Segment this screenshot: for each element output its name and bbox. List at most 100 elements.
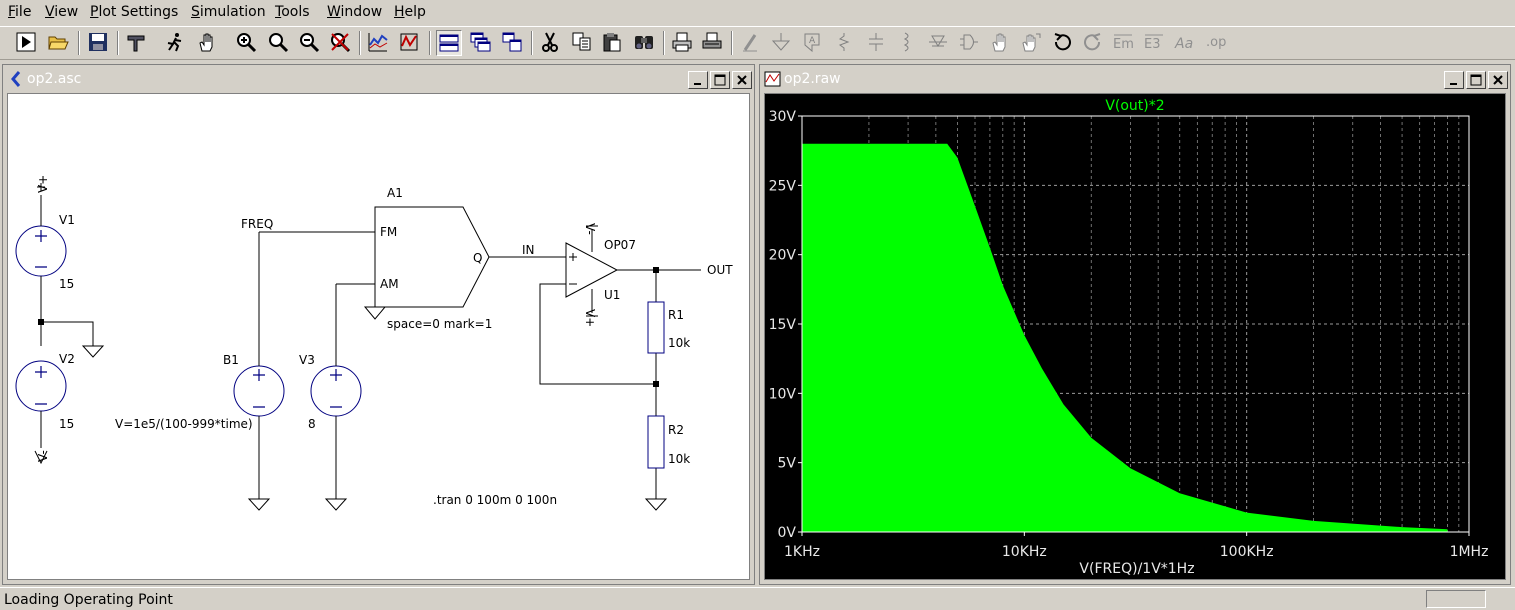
- opamp-label: OP07: [604, 238, 636, 252]
- halt-button[interactable]: [163, 30, 189, 56]
- out-label: OUT: [707, 263, 733, 277]
- tile-vertical-icon: [439, 34, 459, 52]
- y-tick-label: 0V: [778, 525, 797, 541]
- minimize-button[interactable]: [688, 71, 708, 89]
- a1-symbol: [374, 206, 490, 308]
- drag-button[interactable]: [1019, 30, 1045, 56]
- menu-help[interactable]: Help: [394, 4, 426, 20]
- move-button[interactable]: [988, 30, 1014, 56]
- run-button[interactable]: [14, 30, 40, 56]
- ground-symbol: [41, 321, 105, 358]
- label-net-button[interactable]: A: [800, 30, 826, 56]
- toolbar-separator: [429, 31, 431, 55]
- paste-button[interactable]: [600, 30, 626, 56]
- schematic-canvas[interactable]: V+ V1 15 V2 15 V- B1 V=1e5/(100-999*time…: [7, 93, 750, 580]
- close-button[interactable]: [732, 71, 752, 89]
- zoom-cancel-button[interactable]: [328, 30, 354, 56]
- schematic-title-bar[interactable]: op2.asc: [5, 67, 752, 91]
- x-axis-label[interactable]: V(FREQ)/1V*1Hz: [1079, 561, 1194, 577]
- find-button[interactable]: [632, 30, 658, 56]
- menu-simulation[interactable]: Simulation: [191, 4, 266, 20]
- waveform-title-bar[interactable]: op2.raw: [762, 67, 1508, 91]
- component-button[interactable]: [957, 30, 983, 56]
- am-label: AM: [380, 277, 399, 291]
- zoom-out-icon: [300, 33, 320, 53]
- menu-bar: File View Plot Settings Simulation Tools…: [0, 0, 1515, 26]
- menu-tools[interactable]: Tools: [275, 4, 310, 20]
- y-tick-label: 25V: [769, 178, 797, 194]
- redo-button[interactable]: [1081, 30, 1107, 56]
- zoom-out-button[interactable]: [297, 30, 323, 56]
- open-button[interactable]: [46, 30, 72, 56]
- close-icon: [737, 75, 747, 85]
- waveform-window-icon: [764, 71, 781, 87]
- spice-directive-button[interactable]: .op: [1204, 30, 1230, 56]
- cut-button[interactable]: [538, 30, 564, 56]
- minimize-button[interactable]: [1444, 71, 1464, 89]
- print-button[interactable]: [670, 30, 696, 56]
- v1-value: 15: [59, 277, 74, 291]
- undo-button[interactable]: [1050, 30, 1076, 56]
- maximize-icon: [1470, 74, 1482, 86]
- waveform-button[interactable]: [397, 30, 423, 56]
- tile-vertical-button[interactable]: [436, 30, 462, 56]
- spice-directive[interactable]: .tran 0 100m 0 100n: [433, 493, 557, 507]
- svg-text:Em: Em: [1113, 37, 1134, 52]
- cascade-button[interactable]: [468, 30, 494, 56]
- b1-label: B1: [223, 353, 239, 367]
- control-panel-button[interactable]: [124, 30, 150, 56]
- maximize-button[interactable]: [1466, 71, 1486, 89]
- x-tick-label: 100KHz: [1220, 544, 1274, 560]
- b1-polarity: [253, 369, 265, 408]
- rotate-button[interactable]: Em: [1111, 30, 1137, 56]
- resistor-button[interactable]: [832, 30, 858, 56]
- a1-params: space=0 mark=1: [387, 317, 492, 331]
- pan-button[interactable]: [195, 30, 221, 56]
- zoom-in-icon: [237, 33, 257, 53]
- v3-value: 8: [308, 417, 316, 431]
- spice-directive-icon: .op: [1206, 35, 1226, 50]
- tile-horizontal-button[interactable]: [500, 30, 526, 56]
- ground-icon: [771, 33, 791, 51]
- copy-button[interactable]: [570, 30, 596, 56]
- zoom-area-button[interactable]: [266, 30, 292, 56]
- capacitor-button[interactable]: [864, 30, 890, 56]
- schematic-drawing: V+ V1 15 V2 15 V- B1 V=1e5/(100-999*time…: [15, 175, 733, 511]
- menu-file[interactable]: File: [8, 4, 32, 20]
- maximize-button[interactable]: [710, 71, 730, 89]
- undo-icon: [1054, 33, 1071, 51]
- menu-plot-settings[interactable]: Plot Settings: [90, 4, 179, 20]
- diode-button[interactable]: [926, 30, 952, 56]
- save-button[interactable]: [86, 30, 112, 56]
- svg-text:A: A: [809, 36, 816, 46]
- diode-icon: [929, 35, 947, 47]
- opamp-vminus-label: V-: [583, 223, 597, 235]
- r2-ground: [644, 498, 668, 511]
- print-setup-button[interactable]: [700, 30, 726, 56]
- v3-wire: [324, 284, 348, 511]
- mirror-button[interactable]: E3: [1142, 30, 1168, 56]
- trace-label[interactable]: V(out)*2: [1105, 98, 1164, 114]
- ground-button[interactable]: [769, 30, 795, 56]
- menu-view[interactable]: View: [45, 4, 79, 20]
- draw-wire-button[interactable]: [738, 30, 764, 56]
- v3-label: V3: [299, 353, 315, 367]
- cascade-icon: [470, 32, 491, 52]
- in-label: IN: [522, 243, 535, 257]
- menu-window[interactable]: Window: [327, 4, 383, 20]
- q-label: Q: [473, 251, 482, 265]
- text-button[interactable]: Aa: [1173, 30, 1199, 56]
- fm-label: FM: [380, 225, 397, 239]
- v3-polarity: [330, 369, 342, 408]
- r2-symbol: [647, 415, 665, 469]
- zoom-in-button[interactable]: [234, 30, 260, 56]
- x-tick-label: 1MHz: [1450, 544, 1489, 560]
- autorange-button[interactable]: [366, 30, 392, 56]
- inductor-button[interactable]: [895, 30, 921, 56]
- vplus-label: V+: [36, 175, 50, 193]
- close-button[interactable]: [1488, 71, 1508, 89]
- opamp-polarity: [569, 253, 577, 285]
- toolbar: A Em E3 Aa .op: [0, 26, 1515, 60]
